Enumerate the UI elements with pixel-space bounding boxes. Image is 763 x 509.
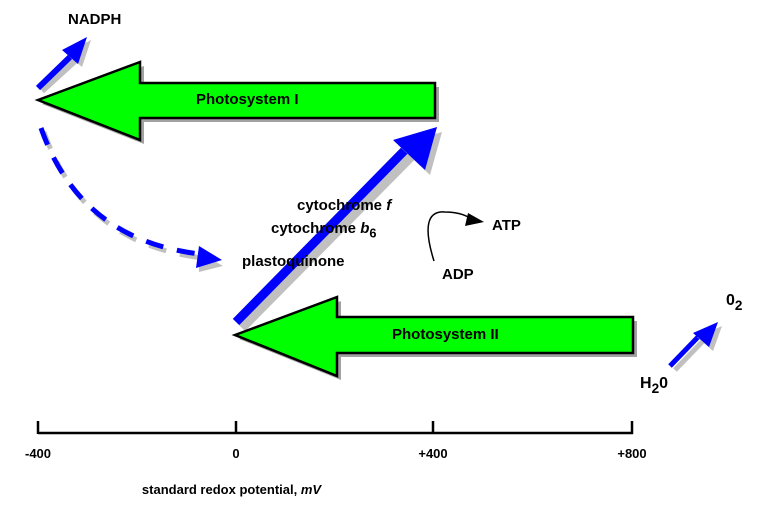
- adp-atp-arrow: [427, 211, 484, 262]
- atp-label: ATP: [492, 217, 521, 234]
- water-oxidation-arrow: [668, 322, 722, 372]
- oxygen-subscript: 2: [734, 297, 743, 313]
- redox-axis: [36, 421, 634, 435]
- adp-label: ADP: [442, 266, 474, 283]
- electron-transport-arrow: [232, 127, 442, 332]
- cytochrome-b6-subscript: 6: [369, 225, 377, 241]
- cyclic-electron-flow-arc: [38, 127, 223, 272]
- axis-title-unit: mV: [300, 482, 322, 497]
- photosystem-i-label: Photosystem I: [196, 91, 299, 108]
- axis-title-text: standard redox potential,: [141, 482, 301, 497]
- water-subscript: 2: [651, 380, 660, 396]
- photosystem-i-arrow: [34, 60, 439, 144]
- cytochrome-f-label: cytochrome f: [297, 198, 391, 213]
- axis-tick-label: -400: [24, 446, 52, 461]
- water-o: 0: [659, 375, 669, 392]
- water-h: H: [640, 375, 652, 392]
- cytochrome-b6-label: cytochrome b6: [271, 220, 376, 239]
- oxygen-o: 0: [726, 292, 735, 309]
- photosystem-ii-label: Photosystem II: [392, 326, 499, 343]
- nadph-label: NADPH: [68, 11, 122, 28]
- plastoquinone-label: plastoquinone: [242, 253, 345, 270]
- cytochrome-f-italic: f: [386, 197, 392, 214]
- cytochrome-b6-italic: b: [360, 220, 370, 237]
- axis-tick-label: 0: [232, 446, 240, 461]
- nadph-arrow: [35, 37, 91, 94]
- water-label: H20: [640, 375, 669, 396]
- photosystem-ii-arrow: [231, 295, 637, 380]
- cytochrome-f-prefix: cytochrome: [297, 197, 387, 214]
- axis-tick-label: +400: [418, 446, 448, 461]
- axis-tick-label: +800: [617, 446, 647, 461]
- oxygen-label: 02: [726, 292, 742, 313]
- axis-title: standard redox potential, mV: [0, 483, 463, 496]
- cytochrome-b6-prefix: cytochrome: [271, 220, 361, 237]
